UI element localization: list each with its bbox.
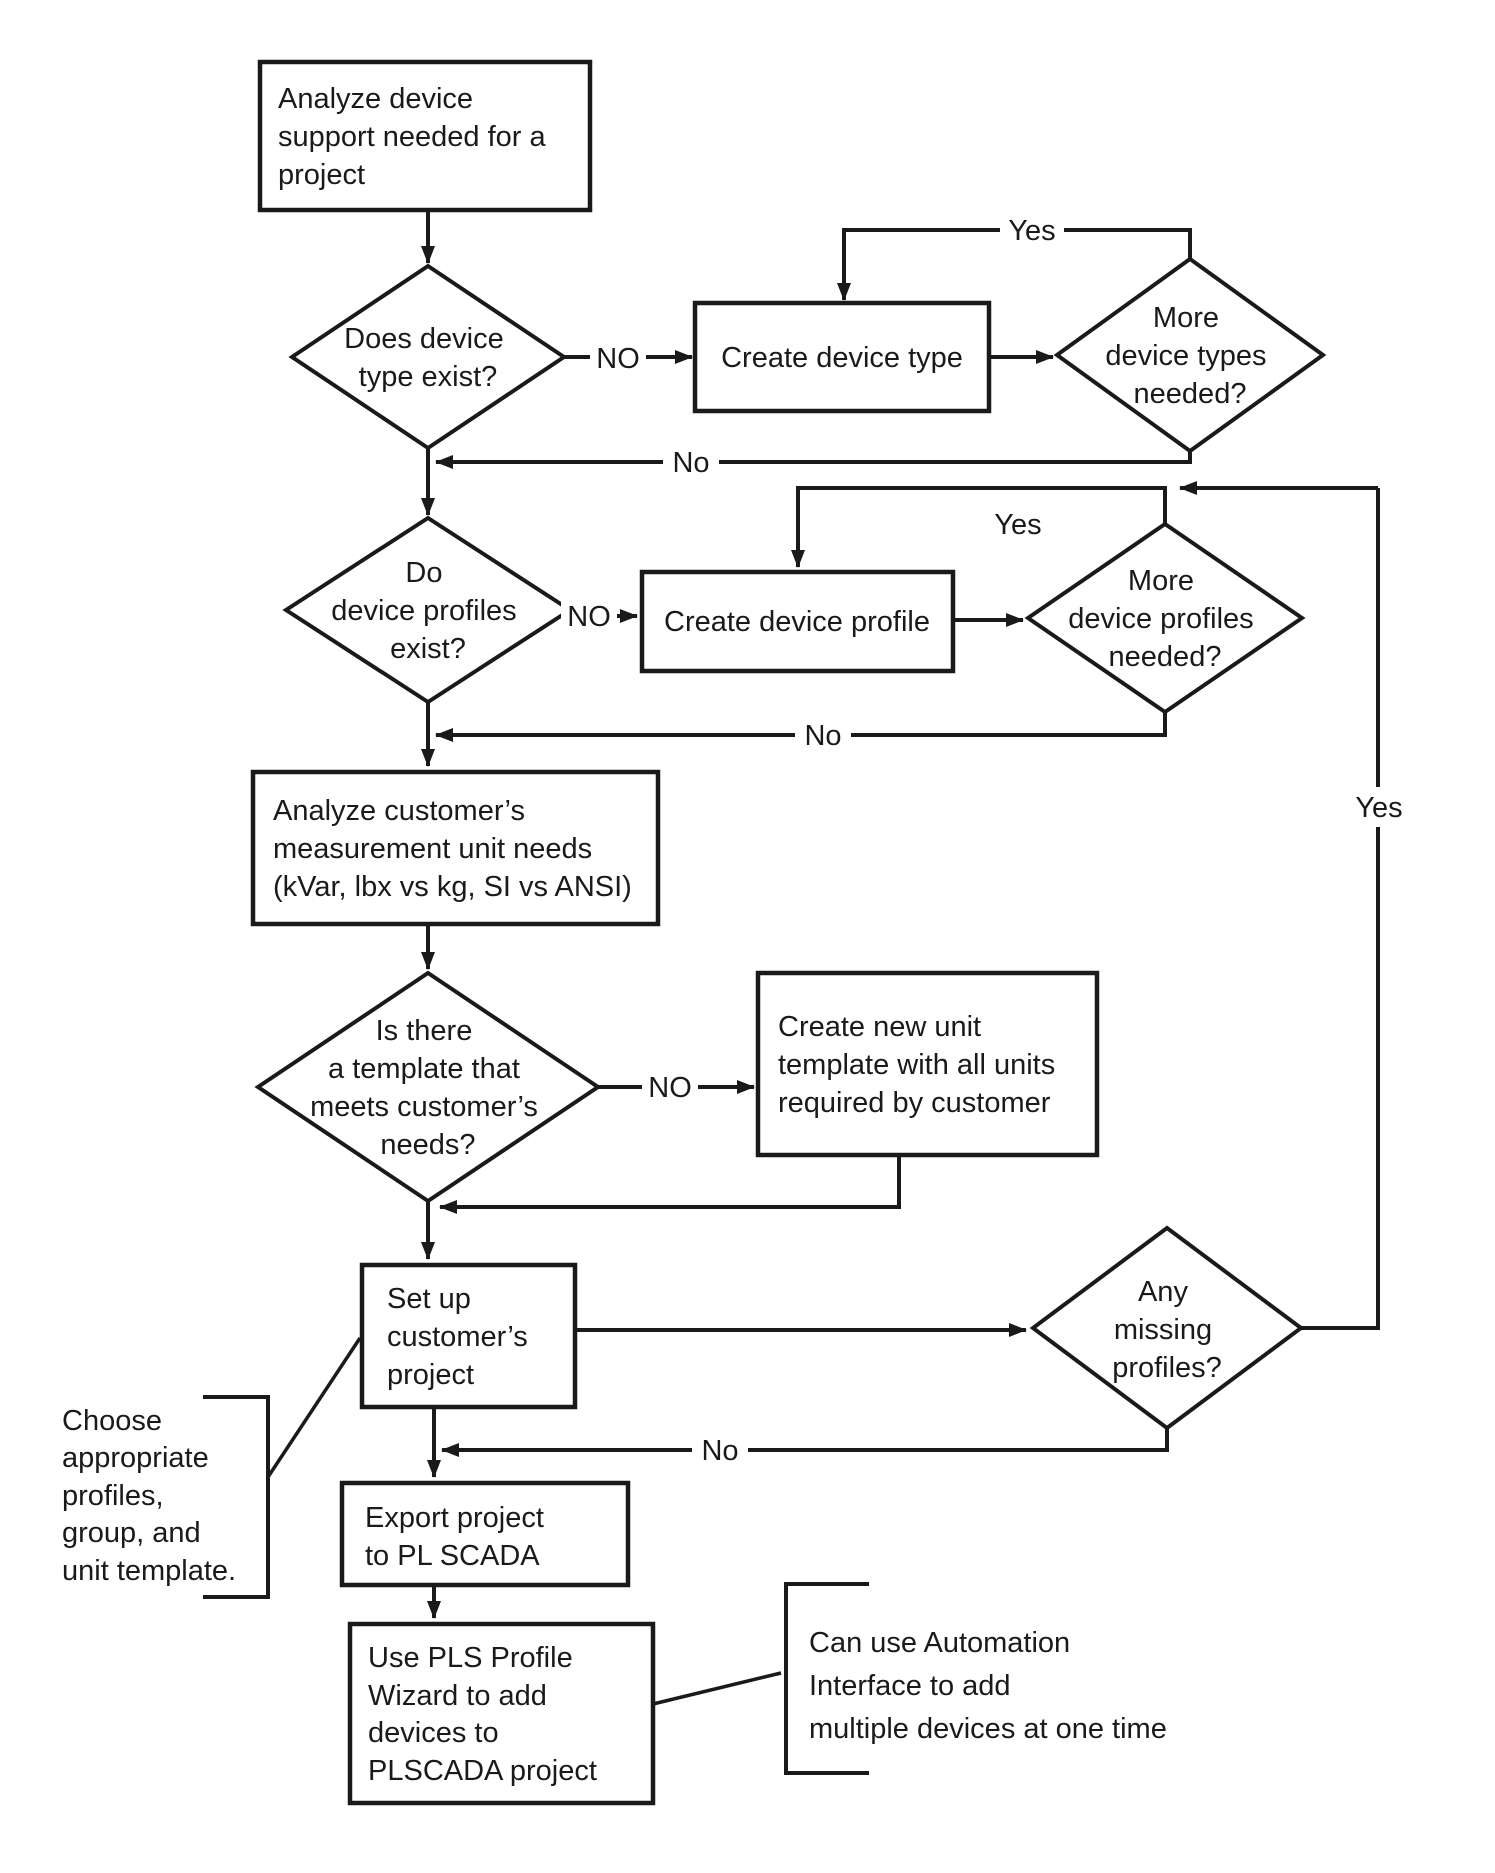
edge-missing-profiles-no-return <box>441 1428 1169 1457</box>
node-label: Create new unit template with all units … <box>778 1011 1063 1119</box>
edge-label: No <box>804 720 841 752</box>
decision-diamond <box>1029 1225 1305 1431</box>
node-label: Analyze device support needed for a proj… <box>278 83 554 191</box>
process-box <box>359 1262 578 1410</box>
label-background <box>590 340 646 376</box>
node-more-device-types: More device types needed? <box>1053 256 1327 454</box>
node-create-device-type: Create device type <box>692 300 992 414</box>
decision-diamond <box>254 970 602 1204</box>
edge-label: No <box>701 1435 738 1467</box>
node-device-profiles-exist: Do device profiles exist? <box>282 515 574 705</box>
edge-label-profile-done-no: No <box>795 717 851 753</box>
node-create-device-profile: Create device profile <box>639 569 956 674</box>
process-box <box>347 1621 656 1806</box>
edge-label: NO <box>596 343 640 375</box>
annotation-choose-profiles: Choose appropriate profiles, group, and … <box>62 1405 236 1587</box>
edge-label: Yes <box>1008 215 1055 247</box>
process-box <box>257 59 593 213</box>
edge-label-type-no: NO <box>590 340 646 376</box>
node-label: Create device profile <box>664 606 930 638</box>
bracket-choose-profiles <box>203 1395 270 1599</box>
label-background <box>795 717 851 753</box>
node-label: Use PLS Profile Wizard to add devices to… <box>368 1642 597 1787</box>
node-analyze-device-support: Analyze device support needed for a proj… <box>257 59 593 213</box>
label-background <box>692 1432 748 1468</box>
edge-label-missing-no: No <box>692 1432 748 1468</box>
label-background <box>561 598 617 634</box>
edge-label-profile-no: NO <box>561 598 617 634</box>
edge-more-profiles-no-return <box>435 712 1167 742</box>
node-analyze-measurement-units: Analyze customer’s measurement unit need… <box>250 769 661 927</box>
edge-label: No <box>672 447 709 479</box>
process-box <box>339 1480 631 1588</box>
node-profile-wizard: Use PLS Profile Wizard to add devices to… <box>347 1621 656 1806</box>
node-label: More device types needed? <box>1105 302 1274 410</box>
node-template-meets-needs: Is there a template that meets customer’… <box>254 970 602 1204</box>
edge-label: Yes <box>1355 792 1402 824</box>
node-label: Is there a template that meets customer’… <box>310 1015 546 1161</box>
annotation-text: Can use Automation Interface to add mult… <box>809 1627 1167 1745</box>
node-export-project: Export project to PL SCADA <box>339 1480 631 1588</box>
process-box <box>692 300 992 414</box>
label-background <box>1000 212 1064 248</box>
node-label: Does device type exist? <box>344 323 512 393</box>
label-background <box>663 444 719 480</box>
edge-label-type-done-no: No <box>663 444 719 480</box>
edge-missing-profiles-yes-riser <box>1301 488 1380 1330</box>
node-label: Analyze customer’s measurement unit need… <box>273 795 632 903</box>
process-box <box>250 769 661 927</box>
label-background <box>1348 787 1410 827</box>
node-more-device-profiles: More device profiles needed? <box>1024 521 1306 715</box>
node-label: Export project to PL SCADA <box>365 1502 552 1572</box>
decision-diamond <box>1024 521 1306 715</box>
node-label: Any missing profiles? <box>1112 1276 1222 1384</box>
node-label: Set up customer’s project <box>387 1283 536 1391</box>
edge-more-profiles-yes-loop <box>791 486 1167 568</box>
annotation-automation-interface: Can use Automation Interface to add mult… <box>809 1627 1167 1745</box>
edge-label: NO <box>648 1072 692 1104</box>
node-label: Create device type <box>721 342 963 374</box>
bracket-automation <box>784 1582 869 1775</box>
edge-label-type-yes: Yes <box>1000 212 1064 248</box>
process-box <box>755 970 1100 1158</box>
node-label: Do device profiles exist? <box>331 557 524 665</box>
callout-line-choose-profiles <box>266 1337 362 1478</box>
node-any-missing-profiles: Any missing profiles? <box>1029 1225 1305 1431</box>
edges <box>266 210 1380 1706</box>
edge-new-template-return <box>439 1155 901 1214</box>
edge-label: Yes <box>994 509 1041 541</box>
annotation-text: Choose appropriate profiles, group, and … <box>62 1405 236 1587</box>
process-box <box>639 569 956 674</box>
edge-label-profile-yes: Yes <box>994 509 1041 541</box>
edge-label-missing-yes: Yes <box>1348 787 1410 827</box>
callout-line-automation <box>652 1671 782 1706</box>
edge-more-types-no-return <box>435 451 1192 469</box>
decision-diamond <box>1053 256 1327 454</box>
label-background <box>642 1069 698 1105</box>
edge-label: NO <box>567 601 611 633</box>
decision-diamond <box>288 263 568 451</box>
node-label: More device profiles needed? <box>1068 565 1261 673</box>
node-create-unit-template: Create new unit template with all units … <box>755 970 1100 1158</box>
decision-diamond <box>282 515 574 705</box>
node-device-type-exists: Does device type exist? <box>288 263 568 451</box>
edge-label-template-no: NO <box>642 1069 698 1105</box>
node-setup-project: Set up customer’s project <box>359 1262 578 1410</box>
